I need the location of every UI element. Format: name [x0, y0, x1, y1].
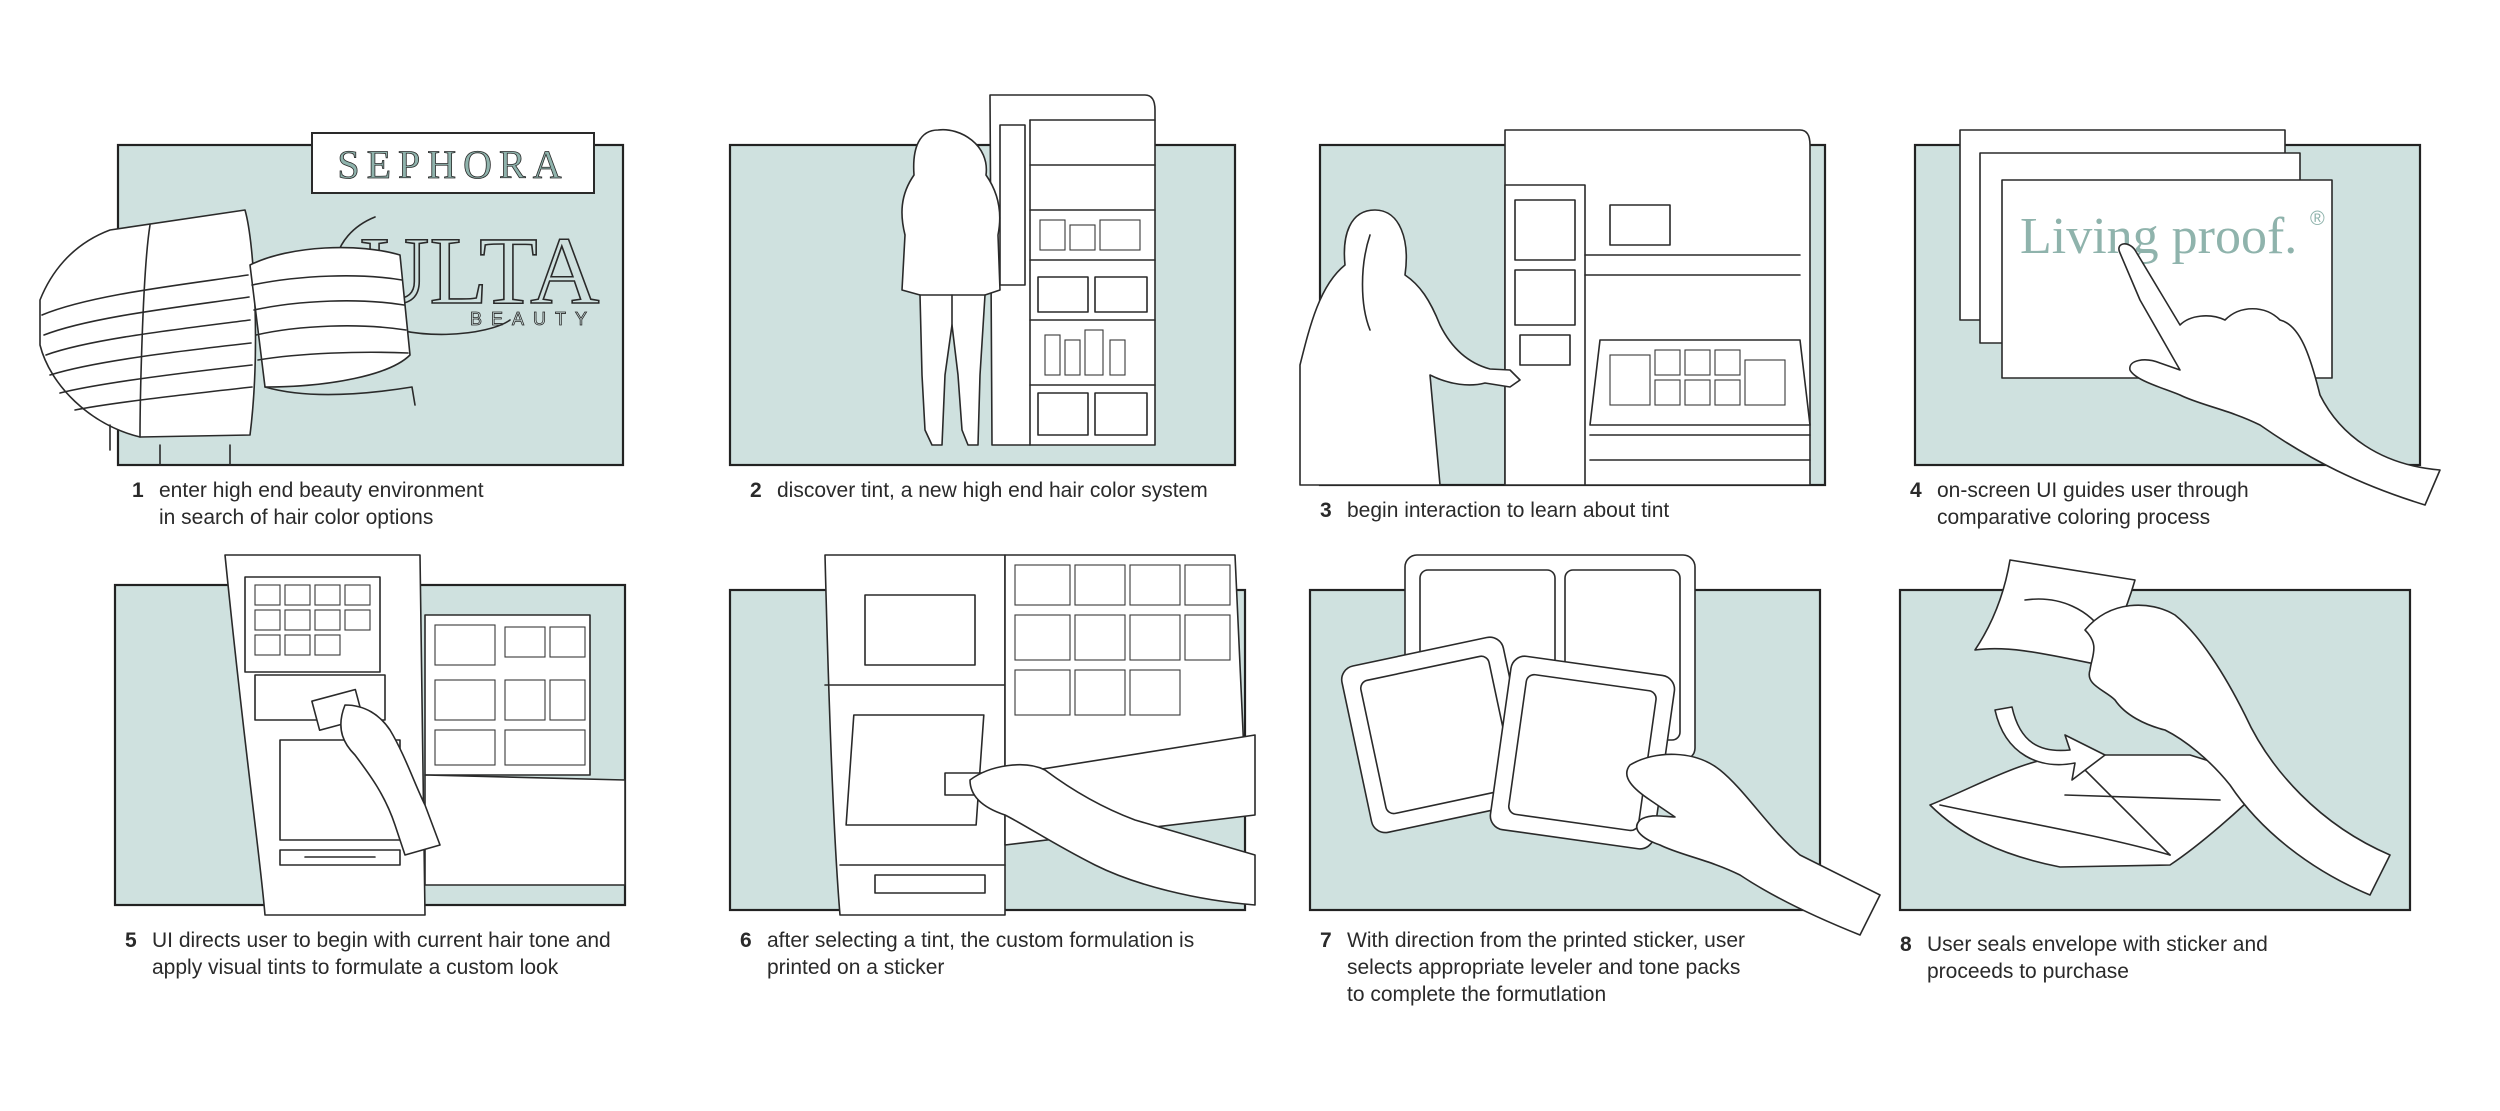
pointing-hand [2118, 243, 2441, 506]
panel-4-illustration: Living proof. ® [1913, 129, 2441, 506]
storyboard-panel-4: Living proof. ® 4 on-screen UI guides us… [1880, 125, 2480, 545]
hand [340, 704, 441, 856]
storyboard-panel-5: 5 UI directs user to begin with current … [105, 554, 645, 995]
hand [1626, 753, 1881, 936]
living-proof-logo: Living proof. [2020, 208, 2297, 265]
step-number: 4 [1910, 479, 1922, 502]
kiosk [989, 94, 1156, 446]
woman-figure [901, 128, 1001, 446]
storyboard-panel-7: 7 With direction from the printed sticke… [1300, 554, 1881, 1025]
ulta-beauty-text: BEAUTY [470, 309, 596, 329]
storyboard-panel-3: 3 begin interaction to learn about tint [1280, 125, 1850, 525]
step-number: 1 [132, 479, 144, 502]
storyboard-panel-8: 8 User seals envelope with sticker and p… [1898, 555, 2430, 995]
woman-figure [1299, 209, 1521, 486]
step-number: 6 [740, 929, 752, 952]
step-number: 5 [125, 929, 137, 952]
panel-1-illustration: SEPHORA ULTA BEAUTY [39, 132, 625, 467]
storyboard-panel-1: SEPHORA ULTA BEAUTY 1 enter high end bea… [30, 125, 630, 529]
step-text: With direction from the printed sticker,… [1347, 929, 1745, 1006]
step-text: on-screen UI guides user through compara… [1937, 479, 2249, 529]
sephora-logo [311, 132, 595, 194]
step-text: User seals envelope with sticker and pro… [1927, 933, 2268, 983]
storyboard-panel-6: 6 after selecting a tint, the custom for… [715, 554, 1275, 995]
sephora-logo-text: SEPHORA [337, 142, 568, 187]
step-number: 7 [1320, 929, 1332, 952]
step-number: 8 [1900, 933, 1912, 956]
panel-3-illustration [1299, 129, 1827, 487]
hand [2084, 604, 2391, 896]
panel-2-illustration [728, 94, 1237, 467]
step-text: UI directs user to begin with current ha… [152, 929, 611, 979]
storyboard-panel-2: 2 discover tint, a new high end hair col… [700, 85, 1260, 502]
registered-mark: ® [2310, 208, 2325, 230]
panel-6-illustration [728, 554, 1256, 916]
panel-5-illustration [113, 554, 627, 916]
step-number: 2 [750, 479, 762, 502]
step-number: 3 [1320, 499, 1332, 522]
panel-7-illustration [1308, 554, 1881, 936]
hand [969, 764, 1256, 906]
step-text: after selecting a tint, the custom formu… [767, 929, 1195, 979]
step-text: discover tint, a new high end hair color… [777, 479, 1208, 502]
arrow-icon [1994, 706, 2106, 781]
envelope [1929, 754, 2271, 868]
panel-8-illustration [1898, 559, 2412, 912]
step-text: begin interaction to learn about tint [1347, 499, 1670, 522]
step-text: enter high end beauty environment in sea… [159, 479, 484, 529]
